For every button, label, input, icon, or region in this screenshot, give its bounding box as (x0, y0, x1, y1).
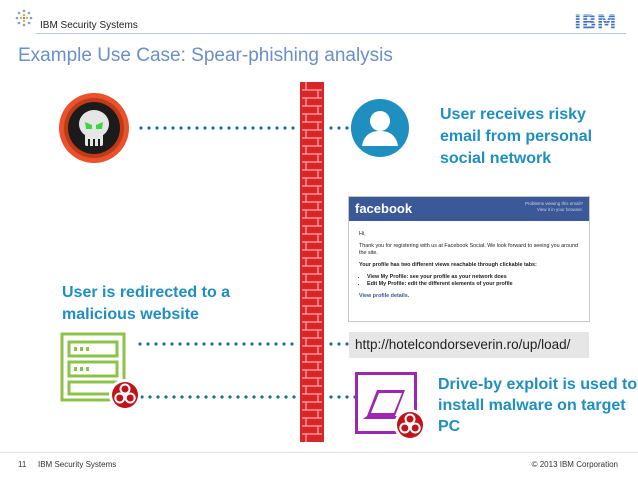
skull-icon (58, 92, 130, 164)
email-intro: Thank you for registering with us at Fac… (359, 243, 581, 257)
connector-attacker-to-firewall (137, 126, 297, 130)
malicious-url-box: http://hotelcondorseverin.ro/up/load/ (349, 332, 589, 358)
connector-exploit-to-firewall (138, 395, 298, 399)
ibm-security-logo-icon (14, 8, 34, 28)
biohazard-icon (393, 408, 427, 442)
view-in-browser-link[interactable]: View it in your browser. (525, 207, 583, 213)
footer: 11 IBM Security Systems © 2013 IBM Corpo… (0, 452, 638, 476)
step-user-receives-email: User receives risky email from personal … (440, 104, 630, 170)
email-bullet: View My Profile: see your profile as you… (367, 274, 581, 281)
malicious-url[interactable]: http://hotelcondorseverin.ro/up/load/ (355, 337, 570, 352)
connector-server-to-firewall (136, 342, 298, 346)
step-drive-by-exploit: Drive-by exploit is used to install malw… (438, 374, 638, 437)
page-title: Example Use Case: Spear-phishing analysi… (18, 45, 393, 67)
connector-firewall-to-user (327, 126, 351, 130)
email-bullet-list: View My Profile: see your profile as you… (359, 274, 581, 288)
email-greeting: Hi, (359, 231, 581, 238)
connector-firewall-to-url (327, 342, 349, 346)
user-icon (350, 98, 410, 158)
biohazard-icon (108, 378, 142, 412)
facebook-email-header: facebook Problems viewing this email? Vi… (349, 197, 589, 221)
facebook-email-body: Hi, Thank you for registering with us at… (359, 231, 581, 305)
view-profile-link[interactable]: View profile details. (359, 293, 581, 300)
email-bullet: Edit My Profile: edit the different elem… (367, 281, 581, 288)
footer-brand: IBM Security Systems (38, 460, 116, 469)
slide-number: 11 (18, 460, 26, 469)
header-bar: IBM Security Systems IBM (0, 0, 638, 36)
facebook-header-note: Problems viewing this email? View it in … (525, 201, 583, 213)
firewall-icon (300, 82, 324, 442)
facebook-logo: facebook (355, 201, 412, 216)
email-lead: Your profile has two different views rea… (359, 262, 581, 269)
step-user-redirected: User is redirected to a malicious websit… (62, 282, 262, 326)
facebook-email-screenshot: facebook Problems viewing this email? Vi… (348, 196, 590, 322)
footer-divider (0, 452, 638, 453)
brand-label: IBM Security Systems (40, 20, 138, 31)
copyright: © 2013 IBM Corporation (532, 460, 618, 469)
header-divider (36, 33, 626, 34)
ibm-logo-icon: IBM (574, 10, 622, 32)
svg-text:IBM: IBM (574, 10, 617, 32)
connector-firewall-to-laptop (327, 395, 355, 399)
